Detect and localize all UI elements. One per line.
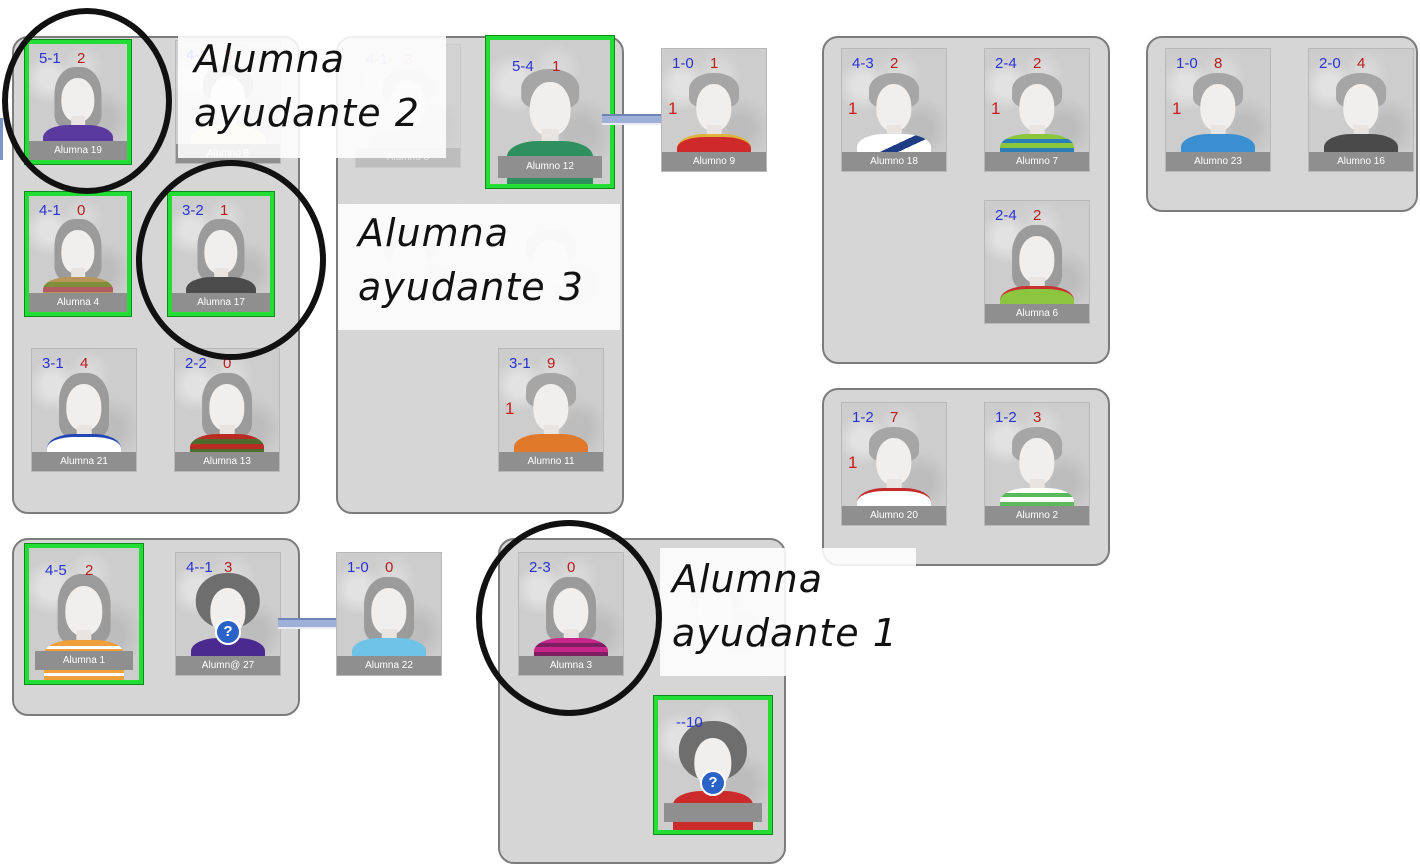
score-blue: 4-1	[39, 202, 61, 219]
student-card-alumna-13[interactable]: 2-2 0 Alumna 13	[174, 348, 280, 472]
student-name: Alumn@ 27	[176, 656, 280, 675]
callout-line: ayudante 1	[672, 611, 898, 655]
score-side: 1	[505, 399, 515, 418]
student-name: Alumno 18	[842, 152, 946, 171]
score-red: 0	[385, 559, 394, 576]
student-name: Alumna 13	[175, 452, 279, 471]
student-card-alumn-27[interactable]: ? 4--1 3 Alumn@ 27	[175, 552, 281, 676]
student-card-alumna-6[interactable]: 2-4 2 Alumna 6	[984, 200, 1090, 324]
score-blue: --10	[676, 714, 703, 731]
student-name: Alumno 16	[1309, 152, 1413, 171]
student-card-alumno-9[interactable]: 1-0 1 1 Alumno 9	[661, 48, 767, 172]
score-side: 1	[991, 99, 1001, 118]
score-red: 1	[710, 55, 719, 72]
question-icon: ?	[700, 770, 726, 797]
score-blue: 4-5	[45, 562, 67, 579]
score-red: 2	[1033, 207, 1042, 224]
callout-line: ayudante 3	[358, 265, 584, 309]
score-red: 0	[223, 355, 232, 372]
score-red: 2	[85, 562, 94, 579]
score-red: 0	[77, 202, 86, 219]
highlight-ring-helper-3	[136, 160, 326, 360]
callout-line: Alumna	[358, 211, 510, 255]
score-blue: 2-4	[995, 207, 1017, 224]
score-red: 9	[547, 355, 556, 372]
callout-line: Alumna	[194, 37, 346, 81]
score-blue: 4--1	[186, 559, 213, 576]
student-name: Alumno 20	[842, 506, 946, 525]
student-card-alumno-7[interactable]: 2-4 2 1 Alumno 7	[984, 48, 1090, 172]
pair-connector	[278, 618, 340, 629]
highlight-ring-helper-1	[476, 520, 662, 716]
score-blue: 3-1	[42, 355, 64, 372]
callout-line: Alumna	[672, 557, 824, 601]
pair-connector	[602, 114, 664, 125]
student-name: Alumno 9	[662, 152, 766, 171]
edge-marker	[0, 118, 3, 160]
student-card-alumna-21[interactable]: 3-1 4 Alumna 21	[31, 348, 137, 472]
callout-panel-2	[178, 32, 446, 158]
student-card-alumna-1[interactable]: 4-5 2 Alumna 1	[24, 543, 144, 685]
score-red: 8	[1214, 55, 1223, 72]
score-red: 3	[1033, 409, 1042, 426]
student-name: Alumna 21	[32, 452, 136, 471]
callout-text-1: Alumna ayudante 1	[672, 552, 898, 660]
callout-text-3: Alumna ayudante 3	[358, 206, 584, 314]
score-red: 2	[1033, 55, 1042, 72]
score-blue: 5-4	[512, 58, 534, 75]
student-card-alumna-4[interactable]: 4-1 0 Alumna 4	[24, 191, 132, 317]
score-red: 2	[890, 55, 899, 72]
score-red: 4	[80, 355, 89, 372]
student-card-alumno-23[interactable]: 1-0 8 1 Alumno 23	[1165, 48, 1271, 172]
score-blue: 1-0	[1176, 55, 1198, 72]
student-card-alumna-22[interactable]: 1-0 0 Alumna 22	[336, 552, 442, 676]
score-blue: 4-3	[852, 55, 874, 72]
student-name: Alumna 22	[337, 656, 441, 675]
score-red: 4	[1357, 55, 1366, 72]
question-icon: ?	[215, 618, 241, 645]
student-name: Alumna 1	[35, 651, 133, 670]
highlight-ring-helper-2	[2, 8, 172, 194]
student-card-alumno-20[interactable]: 1-2 7 1 Alumno 20	[841, 402, 947, 526]
callout-text-2: Alumna ayudante 2	[194, 32, 420, 140]
callout-line: ayudante 2	[194, 91, 420, 135]
score-red: 1	[552, 58, 561, 75]
score-blue: 2-2	[185, 355, 207, 372]
score-blue: 1-0	[347, 559, 369, 576]
student-name: Alumno 12	[498, 156, 602, 178]
score-blue: 1-2	[995, 409, 1017, 426]
student-card-alumno-18[interactable]: 4-3 2 1 Alumno 18	[841, 48, 947, 172]
student-card-alumno-16[interactable]: 2-0 4 Alumno 16	[1308, 48, 1414, 172]
student-card-unknown[interactable]: ? --10	[653, 695, 773, 835]
score-side: 1	[848, 99, 858, 118]
score-red: 7	[890, 409, 899, 426]
score-side: 1	[668, 99, 678, 118]
score-blue: 3-1	[509, 355, 531, 372]
score-side: 1	[848, 453, 858, 472]
callout-panel-1	[660, 548, 916, 676]
score-blue: 2-4	[995, 55, 1017, 72]
student-card-alumno-2[interactable]: 1-2 3 Alumno 2	[984, 402, 1090, 526]
score-blue: 2-0	[1319, 55, 1341, 72]
student-name: Alumno 11	[499, 452, 603, 471]
student-name: Alumna 6	[985, 304, 1089, 323]
score-blue: 1-0	[672, 55, 694, 72]
callout-panel-3	[338, 204, 620, 330]
student-card-alumno-12[interactable]: 5-4 1 Alumno 12	[485, 35, 615, 189]
student-name	[664, 803, 762, 822]
score-blue: 1-2	[852, 409, 874, 426]
student-name: Alumno 23	[1166, 152, 1270, 171]
student-name: Alumno 7	[985, 152, 1089, 171]
score-red: 3	[224, 559, 233, 576]
student-name: Alumna 4	[29, 293, 127, 312]
score-side: 1	[1172, 99, 1182, 118]
student-card-alumno-11[interactable]: 3-1 9 1 Alumno 11	[498, 348, 604, 472]
student-name: Alumno 2	[985, 506, 1089, 525]
